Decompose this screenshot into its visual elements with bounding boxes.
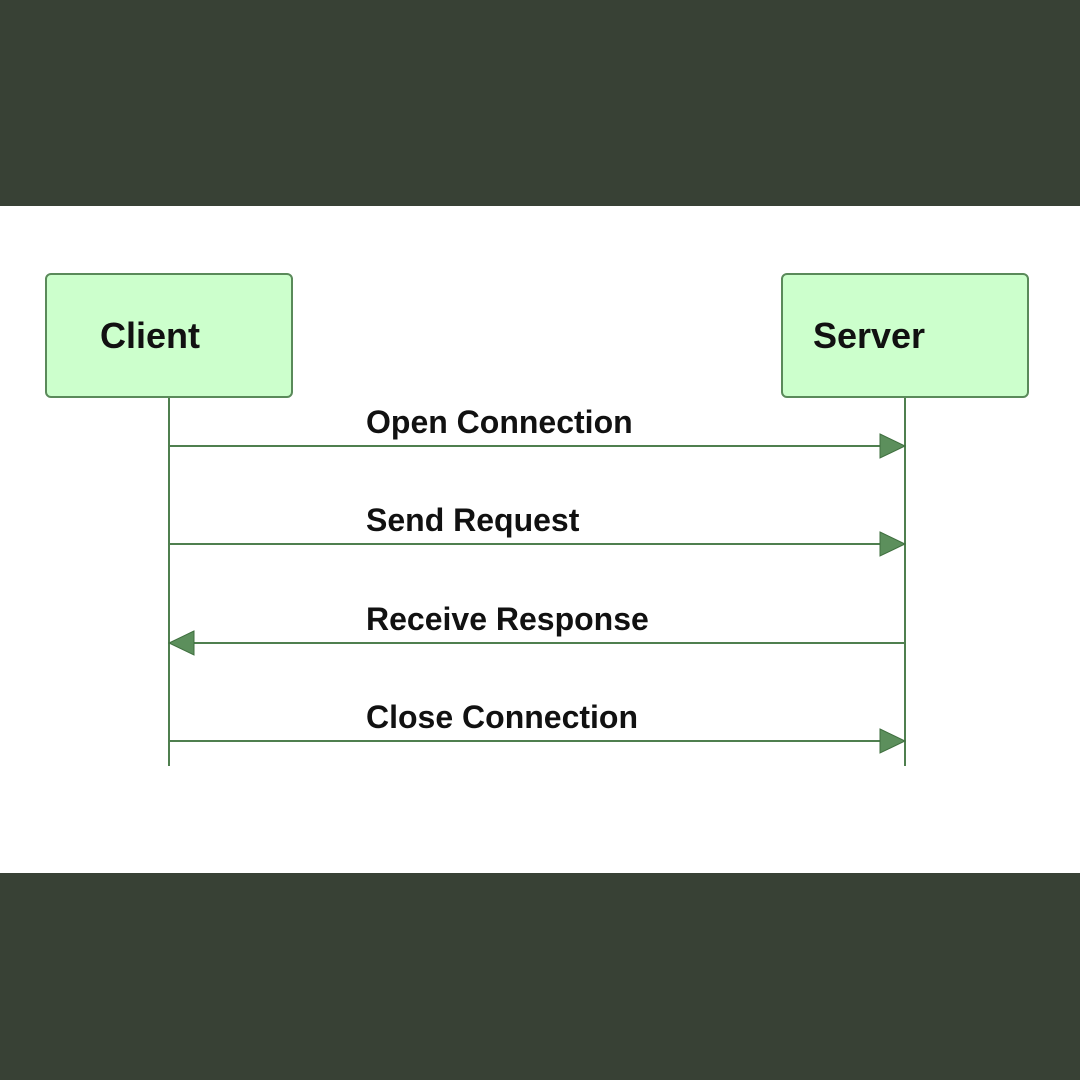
message-label: Close Connection (366, 699, 638, 735)
message-close-connection: Close Connection (169, 699, 907, 754)
arrowhead-right-icon (879, 433, 907, 459)
arrowhead-left-icon (167, 630, 195, 656)
message-label: Open Connection (366, 404, 633, 440)
message-label: Send Request (366, 502, 580, 538)
bottom-frame-band (0, 873, 1080, 1080)
client-actor-label: Client (100, 315, 200, 356)
arrowhead-right-icon (879, 531, 907, 557)
arrowhead-right-icon (879, 728, 907, 754)
server-actor-box (781, 273, 1029, 398)
client-actor: Client (45, 273, 293, 398)
server-actor-label: Server (813, 315, 925, 356)
message-send-request: Send Request (169, 502, 907, 557)
sequence-diagram: Client Server Open Connection Send Reque… (45, 273, 1029, 766)
client-actor-box (45, 273, 293, 398)
server-actor: Server (781, 273, 1029, 398)
top-frame-band (0, 0, 1080, 206)
message-label: Receive Response (366, 601, 649, 637)
sequence-diagram-canvas: Client Server Open Connection Send Reque… (0, 206, 1080, 873)
message-receive-response: Receive Response (167, 601, 905, 656)
message-open-connection: Open Connection (169, 404, 907, 459)
